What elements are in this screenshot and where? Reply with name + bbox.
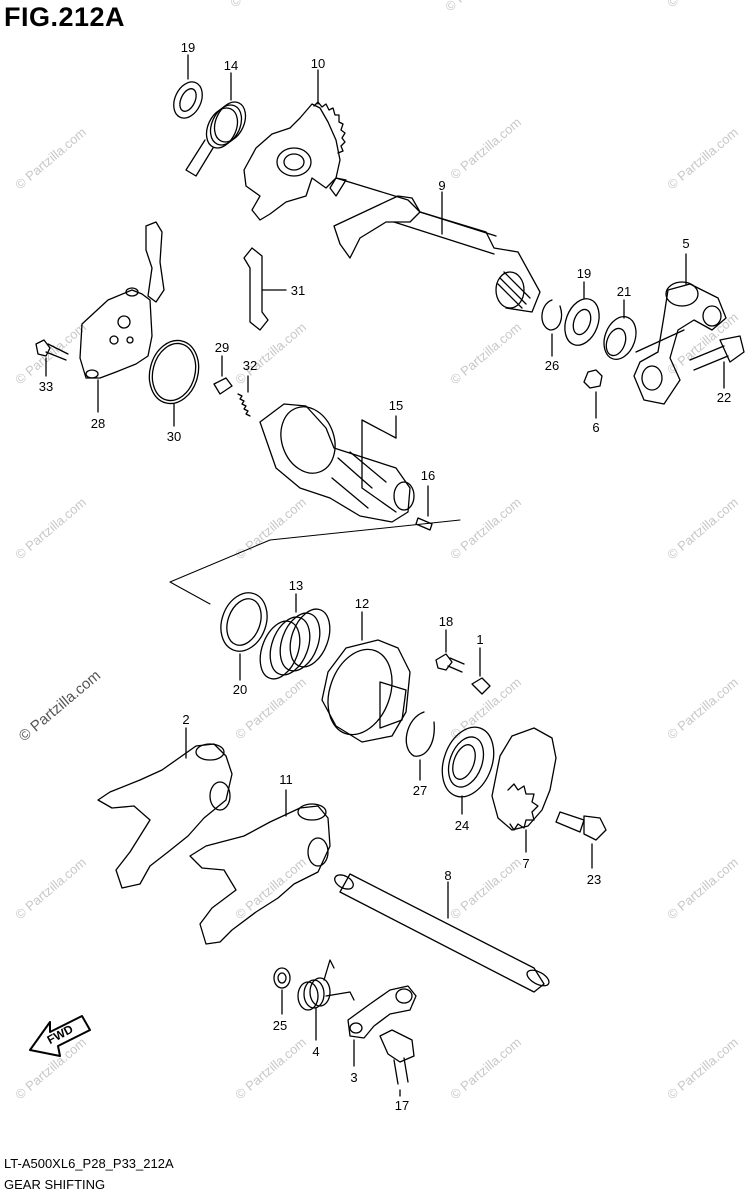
fwd-arrow-icon xyxy=(29,1015,91,1057)
shift-arm-10 xyxy=(243,69,346,221)
washer-19-upper xyxy=(173,54,203,119)
part-label-30: 30 xyxy=(167,429,181,444)
part-label-28: 28 xyxy=(91,416,105,431)
watermark: © Partzilla.com xyxy=(232,319,309,387)
spring-13 xyxy=(259,593,331,680)
watermark-prominent: © Partzilla.com xyxy=(16,667,104,745)
circlip-26 xyxy=(541,299,563,357)
washer-20 xyxy=(220,592,268,681)
gear-plate-7 xyxy=(491,727,557,853)
part-label-31: 31 xyxy=(291,283,305,298)
part-label-19: 19 xyxy=(181,40,195,55)
section-title: GEAR SHIFTING xyxy=(4,1177,106,1192)
part-label-19: 19 xyxy=(577,266,591,281)
bolt-22 xyxy=(689,335,745,389)
part-label-20: 20 xyxy=(233,682,247,697)
part-label-32: 32 xyxy=(243,358,257,373)
o-ring-30 xyxy=(148,339,200,427)
shift-plate-31 xyxy=(243,247,287,331)
part-label-17: 17 xyxy=(395,1098,409,1113)
washer-19-lower xyxy=(564,281,600,346)
model-code: LT-A500XL6_P28_P33_212A xyxy=(4,1156,174,1171)
part-label-22: 22 xyxy=(717,390,731,405)
pin-16 xyxy=(415,485,433,531)
part-label-5: 5 xyxy=(682,236,689,251)
shift-cam-12 xyxy=(321,611,411,743)
part-label-6: 6 xyxy=(592,420,599,435)
watermark: © Partzilla.com xyxy=(664,124,741,192)
return-spring-14 xyxy=(185,72,247,177)
part-label-4: 4 xyxy=(312,1044,319,1059)
bolt-33 xyxy=(35,339,69,377)
return-spring-4 xyxy=(297,959,355,1041)
part-labels: 19 14 10 9 31 5 19 21 26 6 22 33 28 30 2… xyxy=(39,40,731,1113)
watermark: © Partzilla.com xyxy=(12,854,89,922)
watermark: © Partzilla.com xyxy=(447,114,524,182)
watermark: © Partzilla.com xyxy=(447,494,524,562)
part-label-2: 2 xyxy=(182,712,189,727)
watermark: © Partzilla.com xyxy=(442,0,519,14)
part-label-23: 23 xyxy=(587,872,601,887)
washer-1 xyxy=(471,647,491,695)
watermark: © Partzilla.com xyxy=(232,494,309,562)
nut-6 xyxy=(583,369,603,419)
figure-title: FIG.212A xyxy=(4,2,126,32)
part-label-33: 33 xyxy=(39,379,53,394)
watermark: © Partzilla.com xyxy=(232,1034,309,1102)
watermark: © Partzilla.com xyxy=(664,1034,741,1102)
shift-fork-2 xyxy=(97,727,233,889)
part-label-25: 25 xyxy=(273,1018,287,1033)
watermark: © Partzilla.com xyxy=(664,674,741,742)
part-label-15: 15 xyxy=(389,398,403,413)
cover-28 xyxy=(79,221,165,413)
part-label-14: 14 xyxy=(224,58,238,73)
shift-drum-15 xyxy=(259,403,415,523)
oil-seal-21 xyxy=(603,299,685,360)
watermark: © Partzilla.com xyxy=(447,319,524,387)
bearing-24 xyxy=(441,726,495,815)
watermark: © Partzilla.com xyxy=(12,124,89,192)
part-label-29: 29 xyxy=(215,340,229,355)
watermark: © Partzilla.com xyxy=(232,854,309,922)
shift-fork-11 xyxy=(189,789,331,945)
part-label-24: 24 xyxy=(455,818,469,833)
part-label-12: 12 xyxy=(355,596,369,611)
bolt-17 xyxy=(379,1029,415,1097)
assembly-bracket xyxy=(169,519,461,605)
shift-shaft-9 xyxy=(329,177,541,313)
spring-32 xyxy=(237,375,251,417)
gearshift-lever-5 xyxy=(633,253,727,405)
watermark: © Partzilla.com xyxy=(447,854,524,922)
part-label-13: 13 xyxy=(289,578,303,593)
part-label-7: 7 xyxy=(522,856,529,871)
circlip-27 xyxy=(405,711,435,781)
bolt-23 xyxy=(555,811,607,869)
watermark: © Partzilla.com xyxy=(12,494,89,562)
part-label-11: 11 xyxy=(279,772,293,787)
washer-25 xyxy=(273,967,291,1015)
pin-29 xyxy=(213,355,233,395)
part-label-27: 27 xyxy=(413,783,427,798)
watermark: © Partzilla.com xyxy=(447,1034,524,1102)
part-label-9: 9 xyxy=(438,178,445,193)
watermark-layer: © Partzilla.com © Partzilla.com © Partzi… xyxy=(12,0,741,1102)
part-label-8: 8 xyxy=(444,868,451,883)
part-label-18: 18 xyxy=(439,614,453,629)
part-label-10: 10 xyxy=(311,56,325,71)
part-label-16: 16 xyxy=(421,468,435,483)
watermark: © Partzilla.com xyxy=(664,854,741,922)
part-label-3: 3 xyxy=(350,1070,357,1085)
watermark: © Partzilla.com xyxy=(227,0,304,10)
part-label-26: 26 xyxy=(545,358,559,373)
watermark: © Partzilla.com xyxy=(664,494,741,562)
fork-shaft-8 xyxy=(334,873,550,993)
part-label-1: 1 xyxy=(476,632,483,647)
part-label-21: 21 xyxy=(617,284,631,299)
bolt-18 xyxy=(435,629,465,673)
watermark: © Partzilla.com xyxy=(664,0,741,10)
stopper-arm-3 xyxy=(347,985,417,1067)
